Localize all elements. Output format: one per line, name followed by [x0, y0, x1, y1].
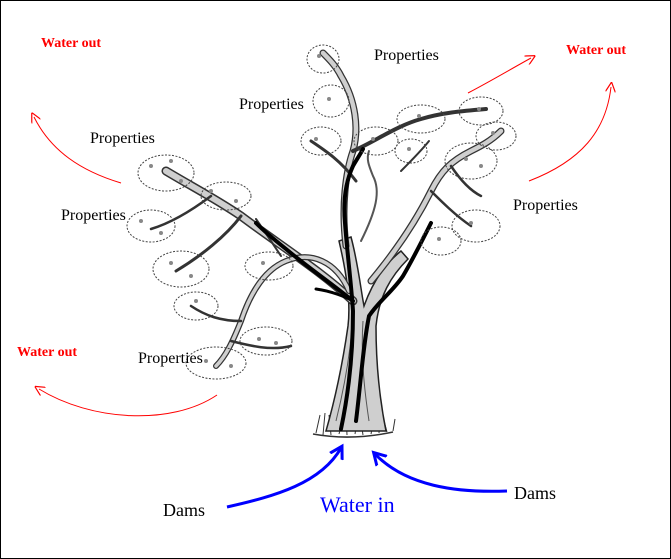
water-out-arrow-left-top	[34, 117, 121, 183]
tree-foliage-texture	[139, 54, 495, 368]
water-out-label: Water out	[41, 37, 101, 51]
dams-label: Dams	[514, 484, 556, 502]
water-out-arrow-right-top	[468, 58, 531, 93]
tree-illustration	[127, 45, 516, 437]
properties-label: Properties	[61, 208, 126, 224]
properties-label: Properties	[90, 131, 155, 147]
water-in-label: Water in	[320, 494, 395, 516]
properties-label: Properties	[513, 198, 578, 214]
properties-label: Properties	[374, 48, 439, 64]
tree-branches	[151, 53, 501, 366]
water-out-arrow-left-bottom	[39, 389, 217, 416]
water-in-arrow-right	[375, 454, 507, 491]
water-out-label: Water out	[566, 44, 626, 58]
properties-label: Properties	[239, 97, 304, 113]
water-out-arrow-right	[529, 87, 611, 181]
dams-label: Dams	[163, 501, 205, 519]
water-out-label: Water out	[17, 346, 77, 360]
properties-label: Properties	[138, 351, 203, 367]
